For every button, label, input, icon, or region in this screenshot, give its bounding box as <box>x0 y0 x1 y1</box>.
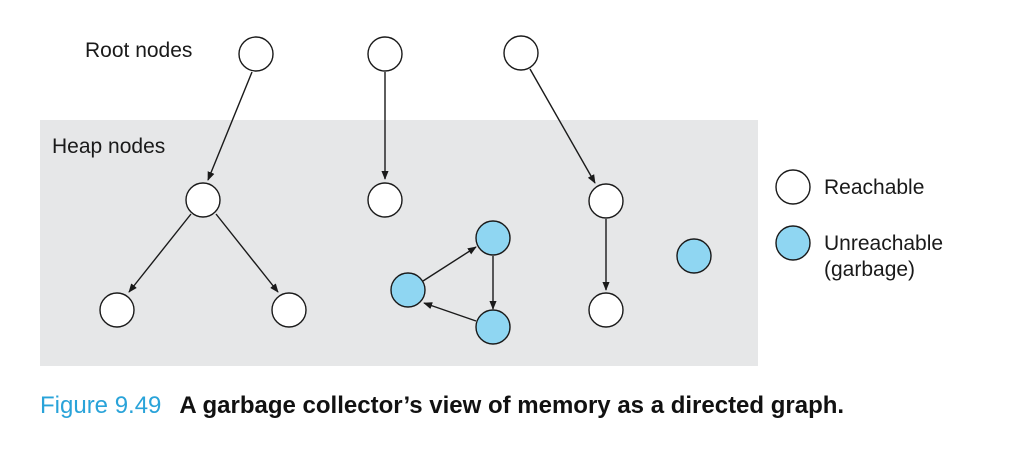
edge-heap1-left <box>128 213 192 293</box>
heap-node-3 <box>588 183 624 219</box>
edge-garbage-left-top <box>422 246 477 282</box>
garbage-node-left <box>390 272 426 308</box>
heap-node-5 <box>271 292 307 328</box>
figure-number: Figure 9.49 <box>40 392 162 419</box>
garbage-node-bottom <box>475 309 511 345</box>
graph-nodes <box>99 35 811 345</box>
legend-garbage-label: (garbage) <box>824 258 915 281</box>
root-nodes-label: Root nodes <box>85 39 192 62</box>
gc-graph-diagram: Root nodes Heap nodes Reachable Unreacha… <box>40 35 943 366</box>
edge-heap1-right <box>215 213 279 293</box>
legend-unreachable-swatch <box>775 225 811 261</box>
heap-node-4 <box>99 292 135 328</box>
edge-garbage-bottom-left <box>423 302 477 322</box>
figure-title: A garbage collector’s view of memory as … <box>179 392 845 419</box>
legend-reachable-swatch <box>775 169 811 205</box>
edge-root1-heap1 <box>207 71 253 181</box>
root-node-1 <box>238 36 274 72</box>
graph-edges <box>128 68 610 322</box>
heap-node-6 <box>588 292 624 328</box>
heap-nodes-label: Heap nodes <box>52 135 165 158</box>
figure-caption: Figure 9.49 A garbage collector’s view of… <box>40 392 844 420</box>
root-node-3 <box>503 35 539 71</box>
root-node-2 <box>367 36 403 72</box>
heap-node-1 <box>185 182 221 218</box>
garbage-node-isolated <box>676 238 712 274</box>
edge-root3-heap3 <box>529 68 596 184</box>
heap-node-2 <box>367 182 403 218</box>
legend-unreachable-label: Unreachable <box>824 232 943 255</box>
garbage-node-top <box>475 220 511 256</box>
heap-region <box>40 120 758 366</box>
legend-reachable-label: Reachable <box>824 176 924 199</box>
